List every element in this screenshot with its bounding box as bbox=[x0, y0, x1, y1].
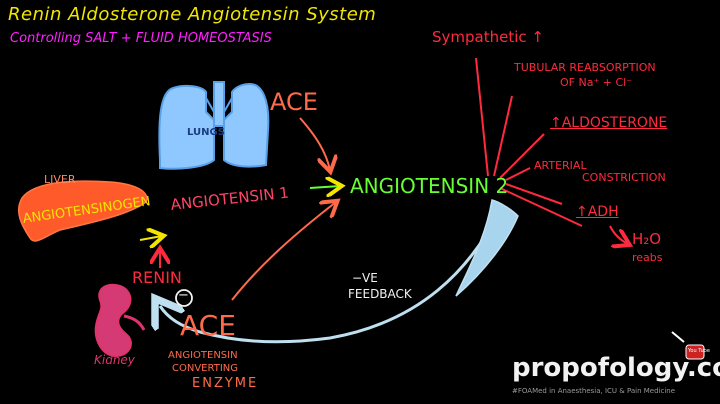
arrow-ace-bottom-to-angiotensin2 bbox=[231, 202, 336, 301]
liver-label: LIVER bbox=[44, 173, 76, 186]
effect-tubular-line-1: TUBULAR REABSORPTION bbox=[514, 61, 656, 74]
angiotensin2-label: ANGIOTENSIN 2 bbox=[350, 174, 509, 198]
arrow-angiotensin1-to-angiotensin2 bbox=[309, 186, 340, 188]
brand-tagline: #FOAMed in Anaesthesia, ICU & Pain Medic… bbox=[512, 387, 676, 395]
lungs-illustration bbox=[158, 81, 270, 170]
arrow-angiotensinogen-to-angiotensin1 bbox=[139, 236, 162, 240]
arrow-adh-to-h2o bbox=[609, 225, 628, 244]
ace-expanded-line-3: ENZYME bbox=[192, 376, 259, 391]
subtitle: Controlling SALT + FLUID HOMEOSTASIS bbox=[10, 31, 272, 46]
title: Renin Aldosterone Angiotensin System bbox=[8, 4, 377, 25]
brand-logo: propofology.com bbox=[512, 353, 720, 383]
effect-arterial-line-1: ARTERIAL bbox=[534, 159, 587, 172]
renin-label: RENIN bbox=[132, 268, 182, 287]
negative-feedback-line bbox=[160, 209, 502, 344]
kidney-illustration bbox=[94, 283, 132, 358]
effect-arterial-line-2: CONSTRICTION bbox=[582, 171, 666, 184]
effects-fan bbox=[475, 57, 583, 227]
inhibit-circle bbox=[175, 289, 193, 307]
effect-sympathetic: Sympathetic ↑ bbox=[432, 28, 544, 46]
ace-expanded-line-1: ANGIOTENSIN bbox=[168, 350, 238, 361]
arrow-ace-to-angiotensin2 bbox=[299, 117, 330, 170]
ace-bottom-label: ACE bbox=[180, 309, 236, 342]
ace-top-label: ACE bbox=[270, 88, 318, 116]
effect-adh: ↑ADH bbox=[576, 204, 619, 220]
effect-aldosterone: ↑ALDOSTERONE bbox=[550, 115, 668, 131]
effect-tubular-line-2: OF Na⁺ + Cl⁻ bbox=[560, 76, 633, 89]
liver-illustration bbox=[18, 180, 148, 242]
neg-feedback-line-2: FEEDBACK bbox=[348, 287, 412, 301]
ace-expanded-line-2: CONVERTING bbox=[172, 363, 239, 374]
feedback-wedge bbox=[455, 199, 519, 297]
lungs-label: LUNGS bbox=[187, 127, 225, 138]
kidney-label: Kidney bbox=[94, 353, 135, 367]
youtube-badge-icon bbox=[671, 331, 705, 360]
youtube-badge-label: You Tube bbox=[688, 348, 710, 354]
effect-h2o: H₂O bbox=[632, 230, 662, 248]
inhibit-symbol: − bbox=[178, 288, 189, 303]
effect-reabs: reabs bbox=[632, 251, 663, 264]
neg-feedback-line-1: −VE bbox=[352, 271, 378, 285]
